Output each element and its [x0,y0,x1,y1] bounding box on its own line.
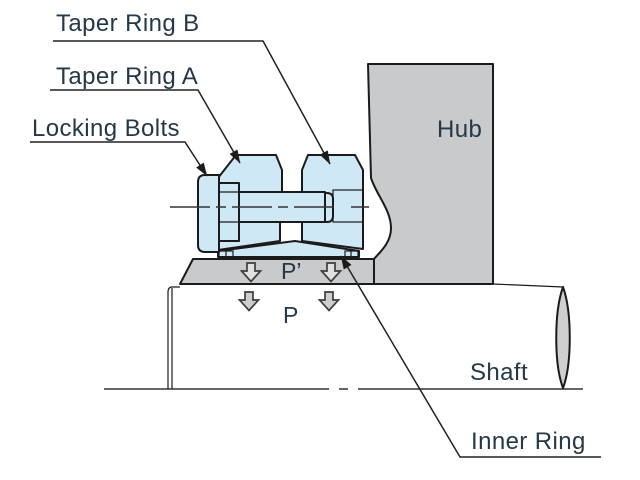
hub-shape [367,63,494,285]
shaft-group [104,283,592,390]
text-labels: Taper Ring B Taper Ring A Locking Bolts … [32,10,586,455]
shaft-end-face-outer [167,286,180,389]
shaft-label: Shaft [470,359,528,386]
force-p-label: P [283,302,298,328]
inner-ring-leader [340,255,601,458]
force-arrow-pprime-left [239,262,263,283]
bolt-washer-shape [197,174,220,253]
taper-ring-a-label: Taper Ring A [56,63,198,90]
taper-ring-b-leader [53,40,331,165]
bolt-bore-hole [332,189,364,223]
shaft-top-edge [492,283,564,288]
locking-bolts-leader [30,141,208,177]
force-arrow-p-left [237,291,261,312]
force-arrow-pprime-right [319,262,343,283]
bolt-head-facet-lines [219,191,239,223]
leader-lines [30,40,601,458]
force-arrows: P’ P [237,258,343,328]
force-p-prime-label: P’ [281,258,301,284]
inner-ring-label: Inner Ring [471,428,586,455]
force-arrow-p-right [317,291,341,312]
gray-parts [179,63,494,285]
shaft-end-lens [555,286,571,389]
taper-ring-b-label: Taper Ring B [56,10,200,37]
inner-ring-shape [217,240,360,258]
taper-ring-a-leader [50,89,241,164]
locking-bolts-label: Locking Bolts [32,115,180,142]
hub-label: Hub [437,116,482,143]
taper-ring-assembly [170,154,369,258]
